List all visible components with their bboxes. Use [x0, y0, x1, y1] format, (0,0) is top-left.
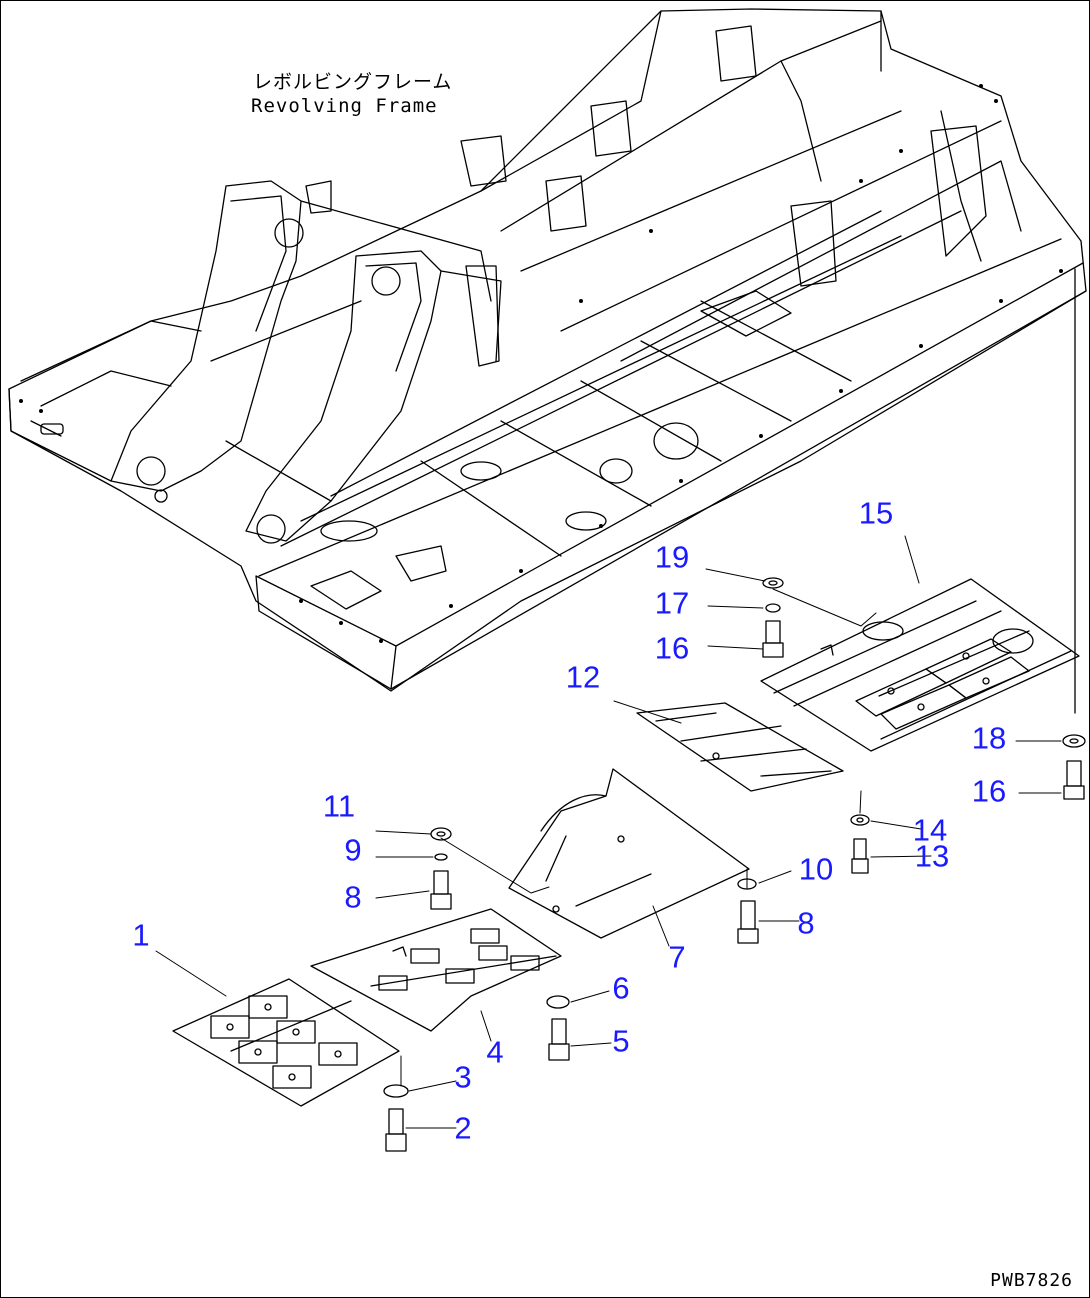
cover-4 — [310, 908, 562, 1032]
callout-3: 3 — [454, 1059, 472, 1095]
callout-6: 6 — [612, 970, 630, 1006]
frame-bolt-holes — [19, 84, 1063, 643]
fasteners — [383, 577, 1086, 1152]
callout-11: 11 — [322, 788, 356, 824]
callout-15: 15 — [858, 495, 894, 531]
callout-19: 19 — [654, 539, 690, 575]
callout-5: 5 — [612, 1023, 630, 1059]
callout-4: 4 — [486, 1034, 504, 1070]
callout-8-left: 8 — [344, 879, 362, 915]
callout-16-upper: 16 — [654, 630, 690, 666]
callout-7: 7 — [668, 939, 686, 975]
callout-17: 17 — [654, 585, 690, 621]
cover-15 — [760, 578, 1080, 752]
callout-9: 9 — [344, 832, 362, 868]
cover-1 — [172, 978, 400, 1107]
callout-12: 12 — [565, 659, 601, 695]
callout-2: 2 — [454, 1110, 472, 1146]
callout-18: 18 — [971, 720, 1007, 756]
drawing-code: PWB7826 — [990, 1270, 1073, 1291]
leader-lines — [155, 535, 1062, 1129]
cover-12 — [636, 702, 844, 792]
cover-7 — [508, 768, 750, 939]
callout-8-right: 8 — [797, 905, 815, 941]
callout-16-right: 16 — [971, 773, 1007, 809]
revolving-frame — [8, 8, 1087, 714]
callout-10: 10 — [798, 851, 834, 887]
callout-13: 13 — [914, 838, 950, 874]
frame-label-english: Revolving Frame — [251, 95, 438, 117]
callout-14: 14 — [912, 812, 948, 848]
callout-1: 1 — [132, 917, 150, 953]
frame-label-japanese: レボルビングフレーム — [253, 71, 453, 93]
